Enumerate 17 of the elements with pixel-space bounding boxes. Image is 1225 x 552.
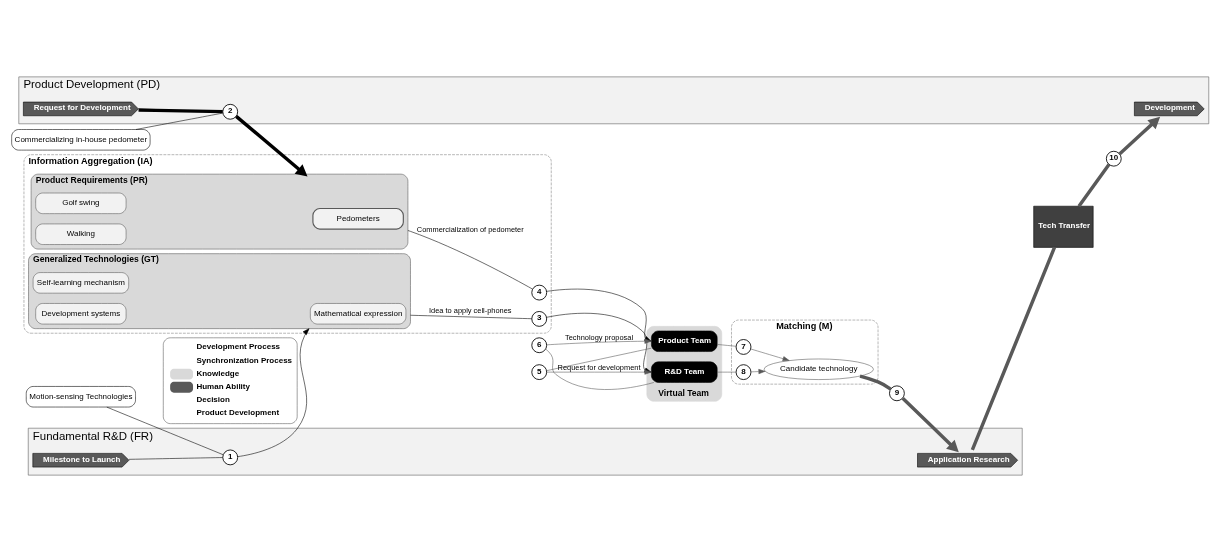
connector	[106, 406, 224, 455]
connector	[138, 108, 223, 114]
connector	[407, 230, 533, 290]
arrow	[750, 369, 766, 375]
connector	[135, 112, 223, 130]
arrow	[1118, 116, 1161, 156]
arrow	[901, 397, 959, 453]
connector	[128, 457, 223, 460]
connector	[859, 374, 892, 391]
connector	[717, 371, 737, 373]
connector	[717, 344, 737, 347]
arrow	[237, 328, 310, 457]
arrow	[750, 348, 790, 362]
connector	[1077, 163, 1111, 208]
connector	[410, 314, 532, 319]
arrow	[235, 115, 308, 177]
connector	[970, 246, 1057, 451]
